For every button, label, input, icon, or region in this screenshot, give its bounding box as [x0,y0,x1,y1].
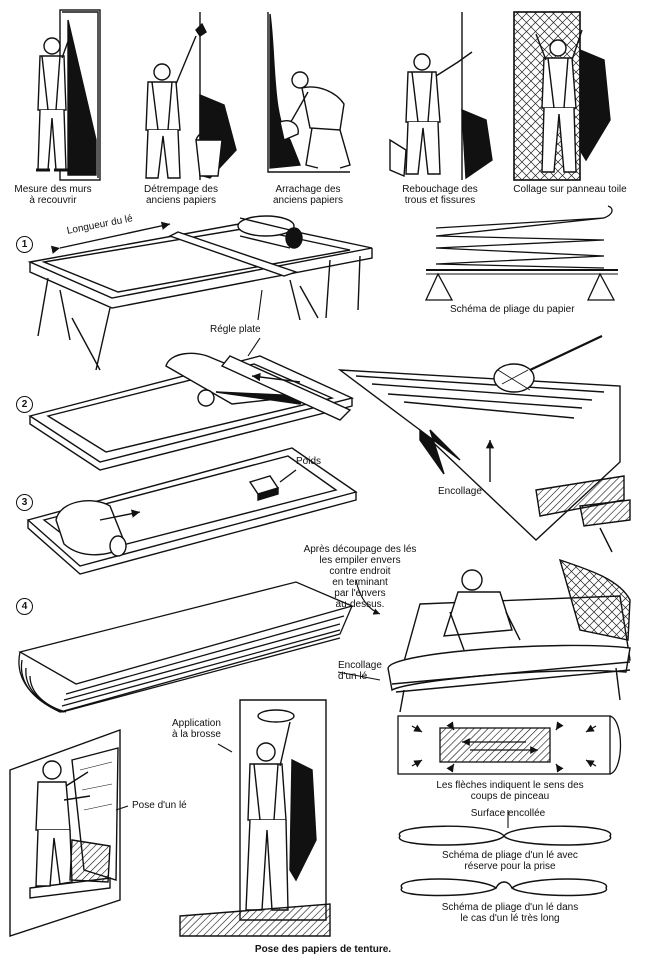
label-brush-application: Application à la brosse [172,718,221,740]
label-soaking: Détrempage des anciens papiers [128,184,234,206]
label-line: le cas d'un lé très long [460,913,560,924]
label-fold-reserve: Schéma de pliage d'un lé avec réserve po… [410,850,610,872]
step-number-4: 4 [16,598,33,615]
label-fold-long: Schéma de pliage d'un lé dans le cas d'u… [410,902,610,924]
label-line: Application [172,718,221,729]
scene-brush-application [179,699,331,937]
leader-lines [115,289,509,828]
fold-schema-long [400,878,607,897]
label-filling: Rebouchage des trous et fissures [390,184,490,206]
label-line: en terminant [332,577,388,588]
scene-hanging-strip [9,729,121,937]
label-line: Les flèches indiquent le sens des [436,780,584,791]
label-line: Arrachage des [275,184,341,195]
label-line: Mesure des murs [14,184,92,195]
brush-direction-diagram [397,715,622,775]
label-line: coups de pinceau [470,791,550,802]
label-line: Encollage [338,660,382,671]
step3-board-weight [26,447,358,575]
label-line: Schéma de pliage d'un lé avec [442,850,578,861]
label-stacking-note: Après découpage des lés les empiler enve… [300,544,420,610]
label-line: d'un lé [338,671,368,682]
label-line: à la brosse [172,729,221,740]
paper-folding-schema [424,205,618,301]
label-line: réserve pour la prise [464,861,556,872]
label-line: Collage sur panneau toile [513,184,627,195]
label-paper-fold-schema: Schéma de pliage du papier [450,304,575,315]
brush-pasting-scene [337,335,631,553]
step-number-1: 1 [16,236,33,253]
label-line: les empiler envers [319,555,401,566]
step-number-2: 2 [16,396,33,413]
figure-caption: Pose des papiers de tenture. [254,944,392,955]
fold-schema-reserve [399,825,611,846]
label-line: Schéma de pliage d'un lé dans [441,902,579,913]
label-pasting: Encollage [438,486,482,497]
label-line: Rebouchage des [402,184,478,195]
step1-pasting-table [27,215,373,371]
label-canvas-panel: Collage sur panneau toile [506,184,634,195]
label-pasted-surface: Surface encollée [470,808,546,819]
label-line: Après découpage des lés [303,544,417,555]
scene-measure-walls [36,9,101,181]
scene-pasting-long-strip [387,558,631,713]
step2-board-folding [28,352,355,471]
label-weight: Poids [296,456,322,467]
step4-stacked-sheets [18,581,354,713]
label-line: anciens papiers [145,195,217,206]
scene-canvas-panel [513,11,611,181]
label-hanging-strip: Pose d'un lé [132,800,187,811]
label-line: trous et fissures [404,195,476,206]
label-line: au-dessus. [335,599,385,610]
label-arrows-note: Les flèches indiquent le sens des coups … [410,780,610,802]
label-stripping: Arrachage des anciens papiers [262,184,354,206]
scene-filling-cracks [389,12,493,180]
scene-stripping-old-paper [267,12,351,173]
label-line: anciens papiers [272,195,344,206]
label-flat-ruler: Régle plate [210,324,261,335]
step-number-3: 3 [16,494,33,511]
label-line: Détrempage des [144,184,218,195]
label-measure-walls: Mesure des murs à recouvrir [8,184,98,206]
label-line: par l'envers [334,588,386,599]
scene-soaking-old-paper [145,12,237,180]
label-line: contre endroit [329,566,391,577]
label-pasting-strip: Encollage d'un lé [338,660,382,682]
label-line: à recouvrir [29,195,77,206]
